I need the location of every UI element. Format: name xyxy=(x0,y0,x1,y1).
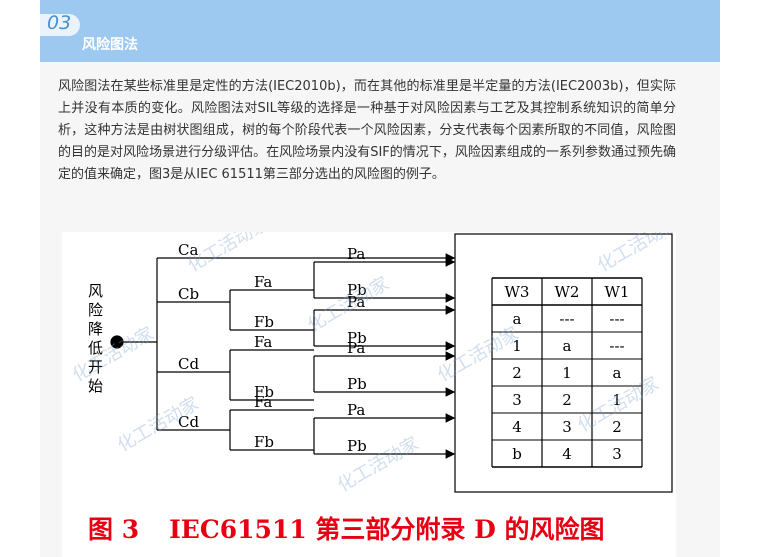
section-number: 03 xyxy=(47,12,72,34)
f-label: Fa xyxy=(254,333,272,351)
f-label: Fa xyxy=(254,393,272,411)
risk-graph-svg: 风险降低开始CaCbCdCdFaFbFaFbFaFbPaPbPaPbPaPbPa… xyxy=(69,232,676,496)
table-cell: --- xyxy=(609,310,624,328)
p-label: Pb xyxy=(347,329,367,347)
table-cell: 2 xyxy=(612,418,622,436)
section-number-tab xyxy=(40,14,80,36)
section-title: 风险图法 xyxy=(82,37,138,53)
table-cell: 2 xyxy=(512,364,522,382)
table-cell: 4 xyxy=(562,445,572,463)
p-label: Pb xyxy=(347,281,367,299)
table-header-cell: W2 xyxy=(555,283,580,301)
table-cell: 1 xyxy=(512,337,522,355)
start-label-char: 始 xyxy=(88,377,103,395)
table-header-cell: W1 xyxy=(605,283,630,301)
watermark-text: 化工活动家 xyxy=(69,323,157,386)
c-label: Ca xyxy=(178,241,198,259)
table-cell: 3 xyxy=(612,445,622,463)
body-paragraph: 风险图法在某些标准里是定性的方法(IEC2010b)，而在其他的标准里是半定量的… xyxy=(58,79,676,182)
p-label: Pa xyxy=(347,245,365,263)
start-label-char: 开 xyxy=(88,358,103,376)
result-frame xyxy=(454,233,673,493)
table-cell: --- xyxy=(559,310,574,328)
start-label-char: 低 xyxy=(88,339,103,357)
c-label: Cd xyxy=(178,355,199,373)
table-cell: 2 xyxy=(562,391,572,409)
c-label: Cb xyxy=(178,285,199,303)
start-label-char: 险 xyxy=(88,301,103,319)
table-cell: --- xyxy=(609,337,624,355)
f-label: Fa xyxy=(254,273,272,291)
table-cell: 1 xyxy=(562,364,572,382)
f-label: Fb xyxy=(254,383,274,401)
table-header-cell: W3 xyxy=(505,283,530,301)
p-label: Pa xyxy=(347,293,365,311)
c-label: Cd xyxy=(178,413,199,431)
p-label: Pa xyxy=(347,401,365,419)
watermark-text: 化工活动家 xyxy=(594,232,676,276)
figure-caption-number: 图 3 xyxy=(88,515,140,544)
table-cell: 4 xyxy=(512,418,522,436)
watermark-text: 化工活动家 xyxy=(434,323,522,386)
start-label-char: 降 xyxy=(88,320,103,338)
f-label: Fb xyxy=(254,433,274,451)
p-label: Pb xyxy=(347,375,367,393)
section-header xyxy=(40,0,720,62)
table-cell: 3 xyxy=(562,418,572,436)
table-cell: a xyxy=(613,364,622,382)
table-cell: 1 xyxy=(612,391,622,409)
figure-caption-text: IEC61511 第三部分附录 D 的风险图 xyxy=(169,515,605,544)
table-cell: 3 xyxy=(512,391,522,409)
start-label-char: 风 xyxy=(88,282,103,300)
table-cell: b xyxy=(512,445,522,463)
f-label: Fb xyxy=(254,313,274,331)
table-cell: a xyxy=(563,337,572,355)
table-cell: a xyxy=(513,310,522,328)
p-label: Pa xyxy=(347,339,365,357)
watermark-text: 化工活动家 xyxy=(184,232,272,276)
p-label: Pb xyxy=(347,437,367,455)
figure-caption: 图 3 IEC61511 第三部分附录 D 的风险图 xyxy=(88,510,605,546)
